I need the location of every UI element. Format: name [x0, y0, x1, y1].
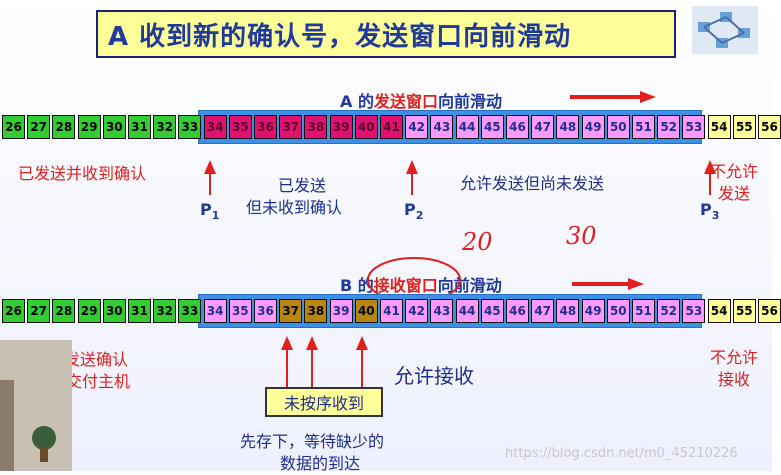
row-b-label-acked-2: 交付主机 [66, 372, 131, 391]
row-a-label-sent-2: 但未收到确认 [246, 198, 343, 217]
watermark: https://blog.csdn.net/m0_45210226 [505, 446, 738, 461]
slide-title: A 收到新的确认号，发送窗口向前滑动 [108, 21, 572, 52]
row-b-seq-37: 37 [279, 299, 303, 323]
row-b-heading-highlight: 接收窗口 [373, 276, 438, 295]
pointer-p2: P2 [404, 200, 424, 223]
row-b-seq-53: 53 [682, 299, 706, 323]
out-of-order-box: 未按序收到 [265, 387, 383, 417]
row-b-seq-39: 39 [329, 299, 353, 323]
row-b-heading-suffix: 向前滑动 [437, 276, 502, 295]
row-a-seq-49: 49 [581, 115, 605, 139]
row-a-heading-prefix: A 的 [340, 92, 374, 111]
row-a-seq-40: 40 [354, 115, 378, 139]
row-a-seq-51: 51 [632, 115, 655, 139]
row-a-seq-33: 33 [178, 115, 202, 139]
row-b-seq-33: 33 [178, 299, 202, 323]
row-a-seq-52: 52 [657, 115, 681, 139]
row-b-heading-prefix: B 的 [340, 276, 374, 295]
presenter-video-thumbnail [0, 340, 72, 471]
row-b-seq-31: 31 [128, 299, 151, 323]
row-a-seq-48: 48 [556, 115, 580, 139]
row-b-heading: B 的接收窗口向前滑动 [340, 272, 502, 296]
row-a-seq-30: 30 [102, 115, 126, 139]
row-a-label-acked: 已发送并收到确认 [18, 164, 147, 183]
row-b-seq-47: 47 [531, 299, 555, 323]
row-b-seq-34: 34 [203, 299, 227, 323]
row-b-seq-44: 44 [455, 299, 479, 323]
row-b-seq-55: 55 [732, 299, 756, 323]
row-a-seq-47: 47 [531, 115, 555, 139]
row-b-seq-48: 48 [556, 299, 580, 323]
row-b-seq-45: 45 [480, 299, 504, 323]
row-a-seq-42: 42 [405, 115, 429, 139]
handwriting-30: 30 [566, 222, 597, 250]
row-b-seq-50: 50 [606, 299, 630, 323]
row-a-seq-41: 41 [380, 115, 403, 139]
row-b-seq-43: 43 [430, 299, 454, 323]
row-a-label-allowed: 允许发送但尚未发送 [460, 174, 605, 193]
row-a-seq-44: 44 [455, 115, 479, 139]
row-a-seq-45: 45 [480, 115, 504, 139]
row-b-seq-41: 41 [380, 299, 403, 323]
row-b-seq-51: 51 [632, 299, 655, 323]
row-b-seq-38: 38 [304, 299, 328, 323]
row-a-seq-55: 55 [732, 115, 756, 139]
row-a-seq-31: 31 [128, 115, 151, 139]
row-a-seq-32: 32 [153, 115, 177, 139]
row-a-seq-38: 38 [304, 115, 328, 139]
row-b-seq-26: 26 [2, 299, 25, 323]
row-b-label-allowed: 允许接收 [394, 364, 474, 388]
row-a-seq-35: 35 [228, 115, 252, 139]
row-a-seq-34: 34 [203, 115, 227, 139]
row-a-heading-suffix: 向前滑动 [437, 92, 502, 111]
row-b-seq-49: 49 [581, 299, 605, 323]
row-b-note-2: 数据的到达 [280, 454, 361, 473]
row-b-label-not-allowed-1: 不允许 [710, 348, 759, 367]
row-b-seq-28: 28 [52, 299, 76, 323]
handwriting-20: 20 [462, 228, 493, 256]
row-a-heading-highlight: 发送窗口 [373, 92, 438, 111]
row-b-label-not-allowed-2: 接收 [718, 370, 751, 389]
pointer-p3: P3 [700, 200, 720, 223]
row-a-seq-56: 56 [758, 115, 781, 139]
row-b-seq-29: 29 [77, 299, 101, 323]
pointer-p1: P1 [200, 200, 220, 223]
row-a-seq-54: 54 [707, 115, 731, 139]
row-a-seq-36: 36 [254, 115, 277, 139]
row-a-label-not-allowed-2: 发送 [718, 184, 751, 203]
row-b-seq-40: 40 [354, 299, 378, 323]
row-a-seq-27: 27 [27, 115, 51, 139]
row-a-seq-53: 53 [682, 115, 706, 139]
row-a-seq-26: 26 [2, 115, 25, 139]
row-a-seq-46: 46 [506, 115, 529, 139]
row-b-note-1: 先存下，等待缺少的 [240, 432, 385, 451]
row-a-seq-50: 50 [606, 115, 630, 139]
row-a-seq-39: 39 [329, 115, 353, 139]
row-a-heading: A 的发送窗口向前滑动 [340, 88, 502, 112]
row-a-seq-28: 28 [52, 115, 76, 139]
row-b-seq-56: 56 [758, 299, 781, 323]
out-of-order-label: 未按序收到 [283, 394, 364, 413]
row-b-seq-36: 36 [254, 299, 277, 323]
title-box: A 收到新的确认号，发送窗口向前滑动 [96, 10, 676, 58]
row-b-seq-30: 30 [102, 299, 126, 323]
row-b-seq-46: 46 [506, 299, 529, 323]
row-b-seq-54: 54 [707, 299, 731, 323]
row-b-seq-42: 42 [405, 299, 429, 323]
row-a-label-sent-1: 已发送 [278, 176, 327, 195]
row-b-seq-35: 35 [228, 299, 252, 323]
row-a-seq-37: 37 [279, 115, 303, 139]
row-b-seq-27: 27 [27, 299, 51, 323]
row-b-seq-32: 32 [153, 299, 177, 323]
row-a-seq-29: 29 [77, 115, 101, 139]
row-a-label-not-allowed-1: 不允许 [710, 162, 759, 181]
row-a-seq-43: 43 [430, 115, 454, 139]
row-b-seq-52: 52 [657, 299, 681, 323]
network-logo-icon [692, 6, 758, 54]
